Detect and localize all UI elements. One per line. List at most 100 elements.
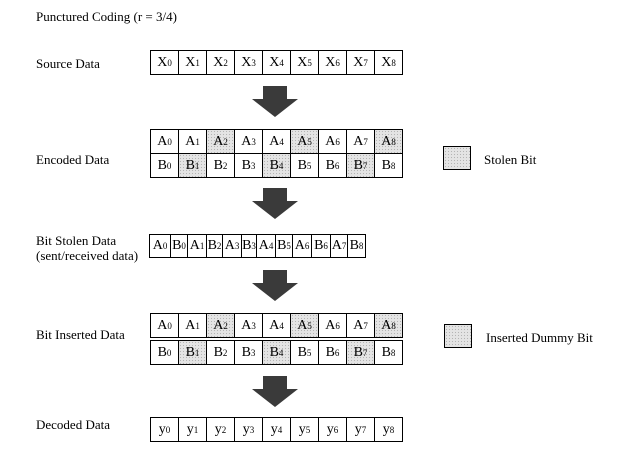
cell-symbol: A (213, 133, 224, 149)
cell-symbol: y (186, 421, 194, 437)
arrow-down-icon (252, 270, 298, 301)
cell-symbol: B (381, 344, 391, 360)
cell-symbol: y (326, 421, 334, 437)
cell-symbol: B (242, 238, 252, 253)
cell-symbol: B (325, 344, 335, 360)
label-bit-stolen-data: Bit Stolen Data (36, 233, 117, 248)
cell-symbol: A (157, 317, 168, 333)
cell-symbol: B (241, 344, 251, 360)
cell-symbol: A (325, 133, 336, 149)
cell-symbol: y (298, 421, 306, 437)
cell-symbol: A (381, 133, 392, 149)
cell-symbol: X (353, 54, 364, 70)
cell-symbol: A (381, 317, 392, 333)
cell-symbol: X (381, 54, 392, 70)
cell-symbol: B (353, 344, 363, 360)
label-bit-inserted-data: Bit Inserted Data (36, 327, 125, 342)
legend-inserted-swatch (444, 324, 472, 348)
cell-symbol: B (213, 344, 223, 360)
cell-symbol: A (269, 133, 280, 149)
label-encoded-data: Encoded Data (36, 152, 110, 167)
diagram-title: Punctured Coding (r = 3/4) (36, 9, 177, 24)
label-source-data: Source Data (36, 56, 100, 71)
cell-symbol: A (185, 133, 196, 149)
cell-symbol: A (353, 317, 364, 333)
cell-symbol: A (224, 238, 235, 253)
cell-symbol: B (349, 238, 359, 253)
cell-symbol: B (157, 157, 167, 173)
arrow-down-icon (252, 188, 298, 219)
cell-symbol: A (213, 317, 224, 333)
cell-symbol: B (297, 157, 307, 173)
cell-symbol: B (213, 157, 223, 173)
cell-symbol: X (297, 54, 308, 70)
cell-symbol: B (185, 344, 195, 360)
cell-symbol: A (185, 317, 196, 333)
cell-symbol: B (277, 238, 287, 253)
cell-symbol: A (241, 317, 252, 333)
cell-symbol: A (325, 317, 336, 333)
cell-symbol: B (314, 238, 324, 253)
cell-symbol: X (269, 54, 280, 70)
cell-symbol: A (297, 317, 308, 333)
legend-inserted-label: Inserted Dummy Bit (486, 330, 593, 345)
cell-symbol: y (242, 421, 250, 437)
arrow-down-icon (252, 86, 298, 117)
cell-symbol: B (269, 344, 279, 360)
cell-symbol: A (157, 133, 168, 149)
cell-symbol: y (214, 421, 222, 437)
cell-symbol: A (353, 133, 364, 149)
cell-symbol: B (157, 344, 167, 360)
cell-symbol: A (294, 238, 305, 253)
cell-symbol: B (185, 157, 195, 173)
cell-symbol: A (269, 317, 280, 333)
cell-symbol: X (185, 54, 196, 70)
label-bit-stolen-sub: (sent/received data) (36, 248, 139, 263)
cell-symbol: A (258, 238, 269, 253)
cell-symbol: B (381, 157, 391, 173)
